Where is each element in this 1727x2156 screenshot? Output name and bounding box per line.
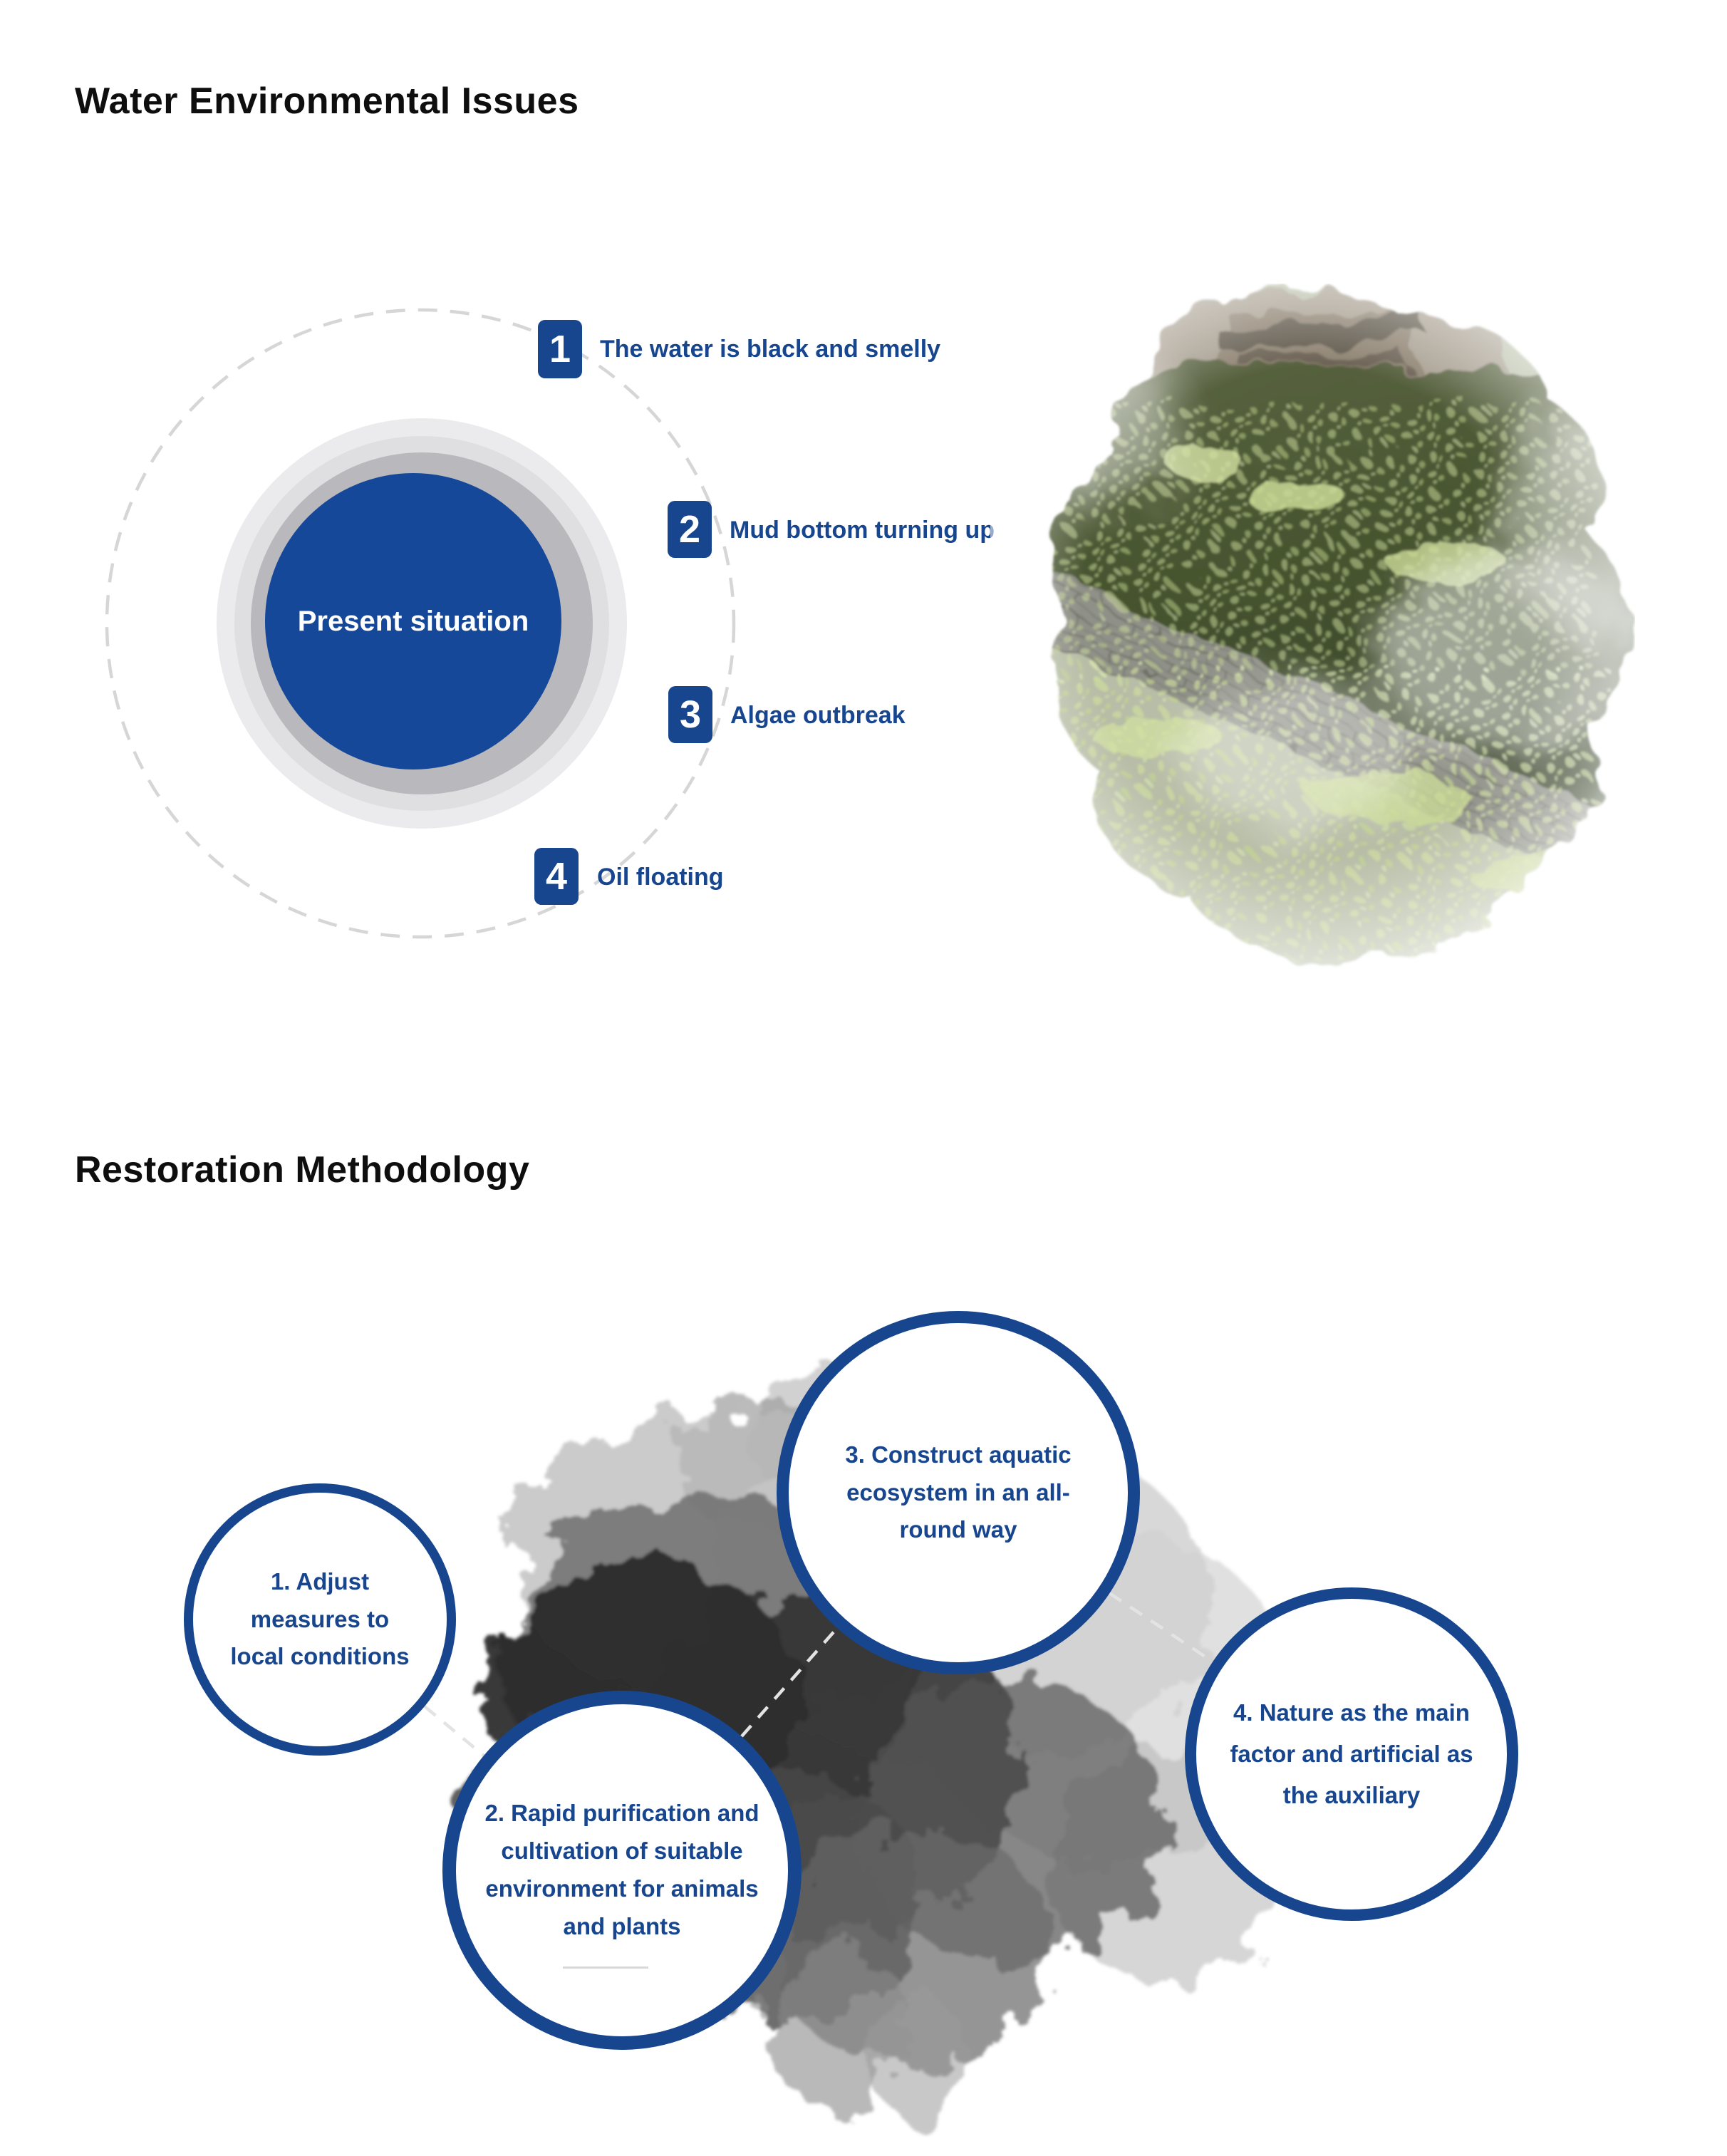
method-circle-4: 4. Nature as the main factor and artific…	[1185, 1587, 1518, 1921]
issue-badge-2: 2	[668, 501, 712, 558]
issue-badge-3: 3	[668, 686, 712, 743]
issue-label-2: Mud bottom turning up	[730, 516, 995, 544]
method-label-1: 1. Adjust measures to local conditions	[230, 1567, 410, 1670]
issue-badge-1: 1	[538, 320, 582, 378]
methodology-section-title: Restoration Methodology	[75, 1149, 530, 1191]
decorative-rule	[563, 1966, 648, 1969]
method-label-3: 3. Construct aquatic ecosystem in an all…	[845, 1441, 1072, 1543]
method-label-2: 2. Rapid purification and cultivation of…	[484, 1800, 759, 1939]
method-circle-3: 3. Construct aquatic ecosystem in an all…	[777, 1311, 1140, 1674]
present-situation-disc: Present situation	[265, 473, 561, 769]
method-circle-2: 2. Rapid purification and cultivation of…	[442, 1691, 802, 2050]
method-label-4: 4. Nature as the main factor and artific…	[1230, 1699, 1473, 1808]
dashed-orbit-circle	[105, 308, 736, 939]
present-situation-label: Present situation	[297, 605, 529, 637]
issues-section-title: Water Environmental Issues	[75, 81, 579, 122]
issue-label-1: The water is black and smelly	[600, 335, 941, 363]
issue-label-4: Oil floating	[597, 863, 724, 891]
method-circle-1: 1. Adjust measures to local conditions	[184, 1483, 456, 1756]
issue-badge-4: 4	[534, 848, 579, 905]
polluted-river-photo	[990, 284, 1635, 971]
issue-label-3: Algae outbreak	[730, 701, 906, 729]
method-connector-lines	[423, 1592, 1214, 1757]
